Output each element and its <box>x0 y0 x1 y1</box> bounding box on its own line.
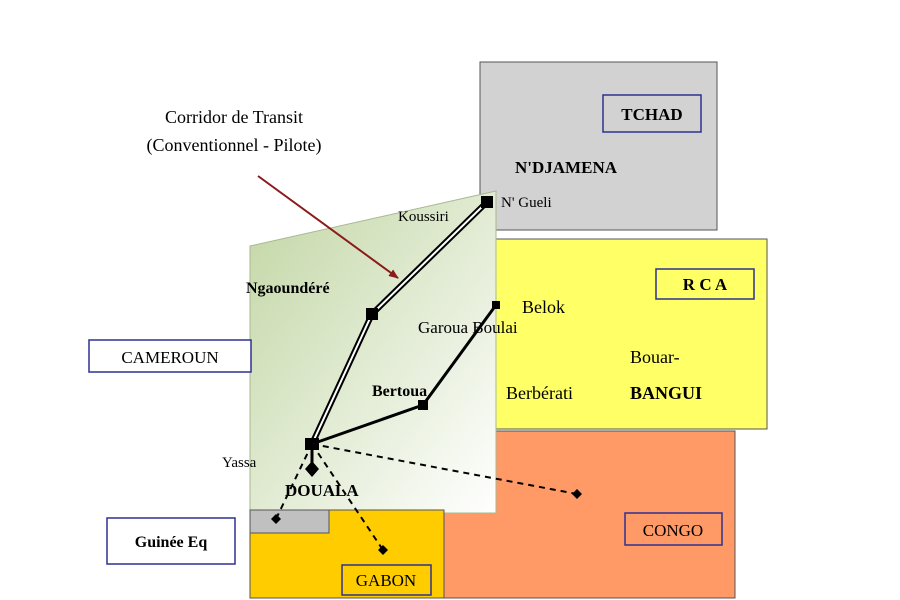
tchad-label-box <box>602 94 702 133</box>
ngaoundere-label: Ngaoundéré <box>246 280 330 297</box>
ndjamena-label: N'DJAMENA <box>515 158 618 177</box>
rca-label: R C A <box>683 275 728 294</box>
route-nodes <box>271 196 582 555</box>
node-guinee <box>271 514 281 524</box>
tchad-region <box>479 61 718 231</box>
belok-label: Belok <box>522 297 565 317</box>
bertoua-label: Bertoua <box>372 383 427 400</box>
congo-label: CONGO <box>643 521 703 540</box>
bouar-label: Bouar- <box>630 347 680 367</box>
cameroun-label-box <box>88 339 252 373</box>
rca-region <box>493 238 768 430</box>
berberati-label: Berbérati <box>506 383 573 403</box>
node-yassa <box>305 438 319 450</box>
cameroun-region <box>249 190 497 514</box>
node-douala <box>305 461 319 477</box>
corridor-arrow <box>257 175 399 279</box>
douala-label: DOUALA <box>285 481 359 500</box>
node-gabon <box>378 545 388 555</box>
guinee-label: Guinée Eq <box>135 534 208 551</box>
garoua-boulai-label: Garoua Boulai <box>418 318 518 337</box>
title-line-2: (Conventionnel - Pilote) <box>147 135 322 156</box>
cameroun-label: CAMEROUN <box>121 348 218 367</box>
title-line-1: Corridor de Transit <box>165 107 303 127</box>
node-bertoua <box>418 400 428 410</box>
node-ngueli <box>481 196 493 208</box>
gabon-label: GABON <box>356 571 416 590</box>
yassa-label: Yassa <box>222 455 257 471</box>
tchad-label: TCHAD <box>621 105 682 124</box>
guinee-label-box <box>106 517 236 565</box>
dashed-to-congo <box>311 443 578 495</box>
bangui-label: BANGUI <box>630 383 702 403</box>
congo-label-box <box>624 512 723 546</box>
node-garoua-boulai <box>492 301 500 309</box>
koussiri-label: Koussiri <box>398 209 449 225</box>
gabon-label-box <box>341 564 432 596</box>
node-ngaoundere <box>366 308 378 320</box>
node-congo <box>572 489 582 499</box>
dashed-to-guinee <box>275 443 313 520</box>
ngueli-label: N' Gueli <box>501 195 552 211</box>
rca-label-box <box>655 268 755 300</box>
guinee-strip <box>249 509 330 534</box>
